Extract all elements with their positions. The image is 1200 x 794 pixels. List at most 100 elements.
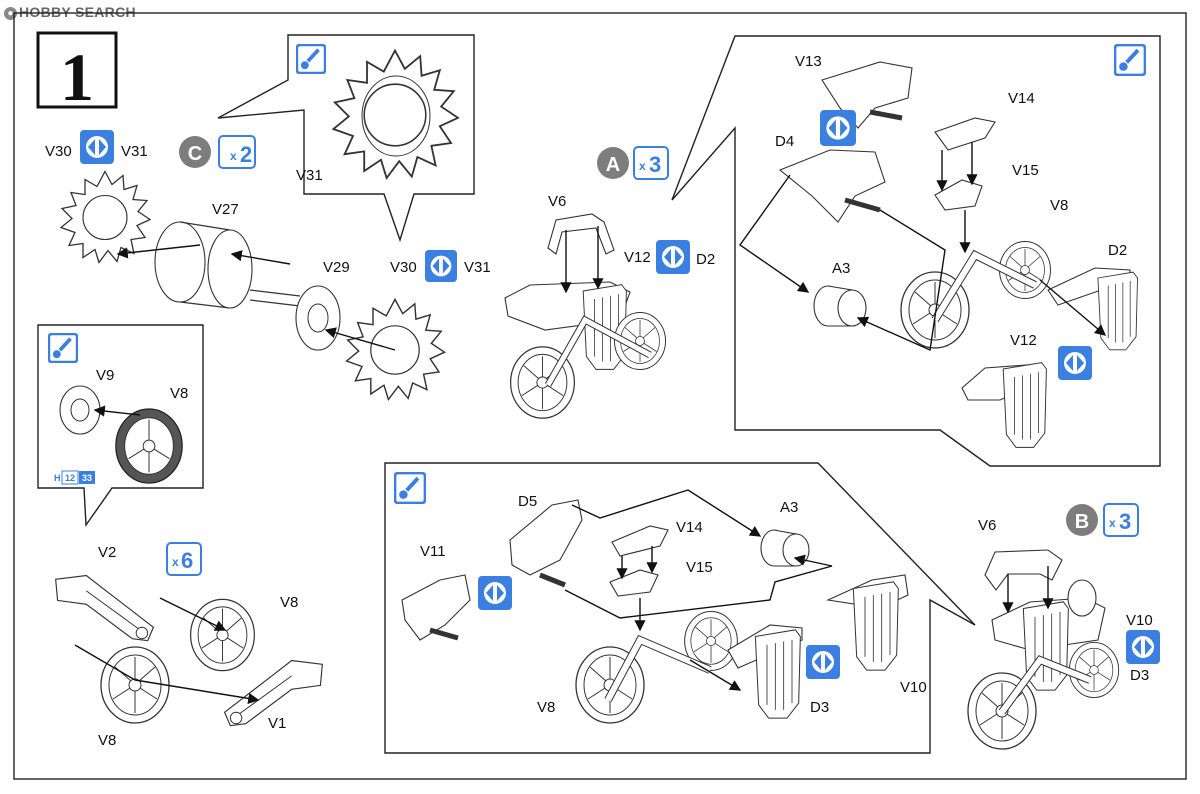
sprocket-v30	[60, 170, 151, 264]
bracket-d4	[778, 149, 886, 223]
label-v30-right: V30	[390, 259, 417, 276]
label-v8-a: V8	[280, 594, 298, 611]
label-d2: D2	[696, 251, 715, 268]
mirror-icon	[806, 645, 840, 679]
bottom-callout: D5 V14 V15 V11 A3 V8 D3 V10	[384, 462, 976, 754]
label-v15-b: V15	[686, 559, 713, 576]
sub-b-badge	[1066, 504, 1098, 536]
sub-b-assembly: B x 3 V6 V10 D3	[967, 503, 1160, 750]
watermark-text: HOBBY SEARCH	[19, 4, 136, 20]
sub-c-badge	[179, 136, 211, 168]
sprocket-assembly: V31 V30 V31 C x 2 V27 V29 V30 V31	[45, 34, 491, 401]
label-d3-b: D3	[1130, 667, 1149, 684]
paint-code-12: 12	[65, 473, 75, 483]
label-v10-b: V10	[900, 679, 927, 696]
link-v15-b	[609, 569, 659, 597]
top-right-callout-frame	[671, 35, 1161, 467]
mirror-icon	[478, 576, 512, 610]
label-v14: V14	[1008, 90, 1035, 107]
bracket-d5	[509, 499, 583, 576]
label-d2-tr: D2	[1108, 242, 1127, 259]
qty-6-x: x	[172, 555, 179, 569]
label-v27: V27	[212, 201, 239, 218]
label-v11: V11	[420, 543, 446, 560]
paint-brush-icon	[48, 333, 78, 363]
qty-c-box	[218, 135, 256, 169]
qty-6-box	[166, 542, 202, 576]
mirror-icon	[80, 130, 114, 164]
paint-code-h: H	[54, 473, 61, 483]
label-d4: D4	[775, 133, 794, 150]
cover-v6	[547, 213, 615, 255]
sprocket-v30-right	[345, 298, 446, 401]
label-v31-right: V31	[464, 259, 491, 276]
road-wheel-v8-b	[100, 646, 170, 724]
label-v31-detail: V31	[296, 167, 323, 184]
qty-c-x: x	[230, 149, 237, 163]
sub-a-letter: A	[606, 154, 620, 176]
wheel-b-rear2	[1068, 641, 1120, 699]
label-v8-b: V8	[98, 732, 116, 749]
bracket-v11	[401, 574, 471, 641]
leaf-v10	[852, 581, 899, 671]
paint-brush-icon	[1114, 44, 1146, 76]
paint-brush-icon	[394, 472, 426, 504]
mirror-icon	[656, 240, 690, 274]
top-right-callout: V13 V14 D4 V15 V8 A3 D2 V12	[671, 35, 1161, 467]
label-v15: V15	[1012, 162, 1039, 179]
qty-b-num: 3	[1119, 509, 1131, 534]
label-v9: V9	[96, 367, 114, 384]
qty-a-num: 3	[649, 152, 661, 177]
qty-b-x: x	[1109, 516, 1116, 530]
label-v12: V12	[624, 249, 651, 266]
label-v8-tr: V8	[1050, 197, 1068, 214]
label-v8-b2: V8	[537, 699, 555, 716]
paint-brush-icon	[296, 44, 326, 74]
label-v29: V29	[323, 259, 350, 276]
mirror-icon	[425, 250, 457, 282]
label-v6: V6	[548, 193, 566, 210]
label-d3: D3	[810, 699, 829, 716]
sub-a-assembly: A x 3 V6 V12 D2	[504, 146, 715, 419]
mirror-icon	[1058, 346, 1092, 380]
qty-6-num: 6	[181, 548, 193, 573]
qty-c-num: 2	[240, 142, 252, 167]
paint-code-33: 33	[82, 473, 92, 483]
link-v14	[934, 117, 996, 151]
step-number-box	[36, 31, 118, 109]
label-v14-b: V14	[676, 519, 703, 536]
leaf-d3	[754, 629, 801, 719]
sub-c-letter: C	[188, 143, 202, 165]
label-a3-b: A3	[780, 499, 798, 516]
road-wheel-assembly: V9 V8 H 12 33	[37, 324, 204, 528]
label-d5: D5	[518, 493, 537, 510]
outer-frame	[13, 12, 1187, 780]
suspension-arm-assembly: V2 x 6 V8 V8 V1	[55, 542, 323, 749]
label-v1: V1	[268, 715, 286, 732]
road-wheel-v8	[115, 408, 183, 484]
label-v10: V10	[1126, 612, 1153, 629]
hubcap-v9	[59, 385, 101, 435]
label-v13: V13	[795, 53, 822, 70]
qty-a-box	[633, 146, 669, 180]
cover-v6-b	[984, 549, 1063, 591]
label-v2: V2	[98, 544, 116, 561]
watermark-logo: ●HOBBY SEARCH	[4, 4, 136, 20]
sub-a-badge	[597, 147, 629, 179]
link-v14-b	[611, 525, 669, 557]
mirror-icon	[1126, 630, 1160, 664]
sub-b-letter: B	[1075, 511, 1089, 533]
step-number: 1	[60, 39, 94, 115]
arm-v2	[55, 574, 155, 642]
qty-b-box	[1103, 503, 1139, 537]
drum-v27	[154, 221, 206, 303]
label-v12-tr: V12	[1010, 332, 1037, 349]
mirror-icon	[820, 110, 856, 146]
hub-v29	[295, 285, 341, 351]
link-v15	[934, 179, 983, 211]
label-v31: V31	[121, 143, 148, 160]
leaf-v12-tr	[1002, 362, 1047, 448]
label-v8: V8	[170, 385, 188, 402]
label-a3: A3	[832, 260, 850, 277]
